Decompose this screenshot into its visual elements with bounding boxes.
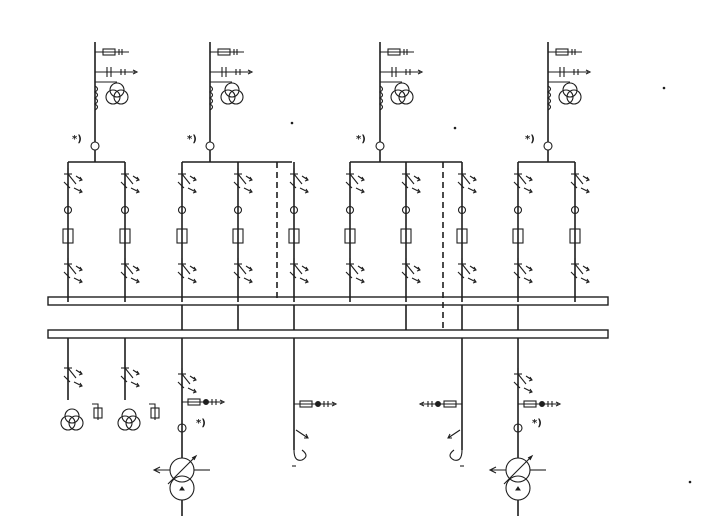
outgoing-feeder-cable-1	[292, 338, 337, 467]
star-marker-2: *)	[187, 134, 197, 145]
star-marker-3: *)	[356, 134, 366, 145]
incoming-bay-2: *)	[177, 42, 308, 302]
incoming-bay-1: *)	[63, 42, 139, 302]
incoming-bay-4: *)	[513, 42, 590, 302]
star-marker-1: *)	[72, 134, 82, 145]
outgoing-feeder-1	[60, 338, 103, 431]
bus-links	[181, 305, 519, 330]
outgoing-feeder-transformer-2: *)	[489, 338, 561, 517]
outgoing-feeder-cable-2	[419, 338, 464, 467]
scan-dots	[290, 86, 692, 484]
busbar-upper	[47, 296, 609, 306]
outgoing-feeder-transformer-1: *)	[153, 338, 225, 517]
star-marker-6: *)	[532, 418, 542, 429]
star-marker-4: *)	[525, 134, 535, 145]
outgoing-feeder-2	[117, 338, 160, 431]
busbar-lower	[47, 329, 609, 339]
incoming-bay-3: *)	[345, 42, 476, 330]
star-marker-5: *)	[196, 418, 206, 429]
